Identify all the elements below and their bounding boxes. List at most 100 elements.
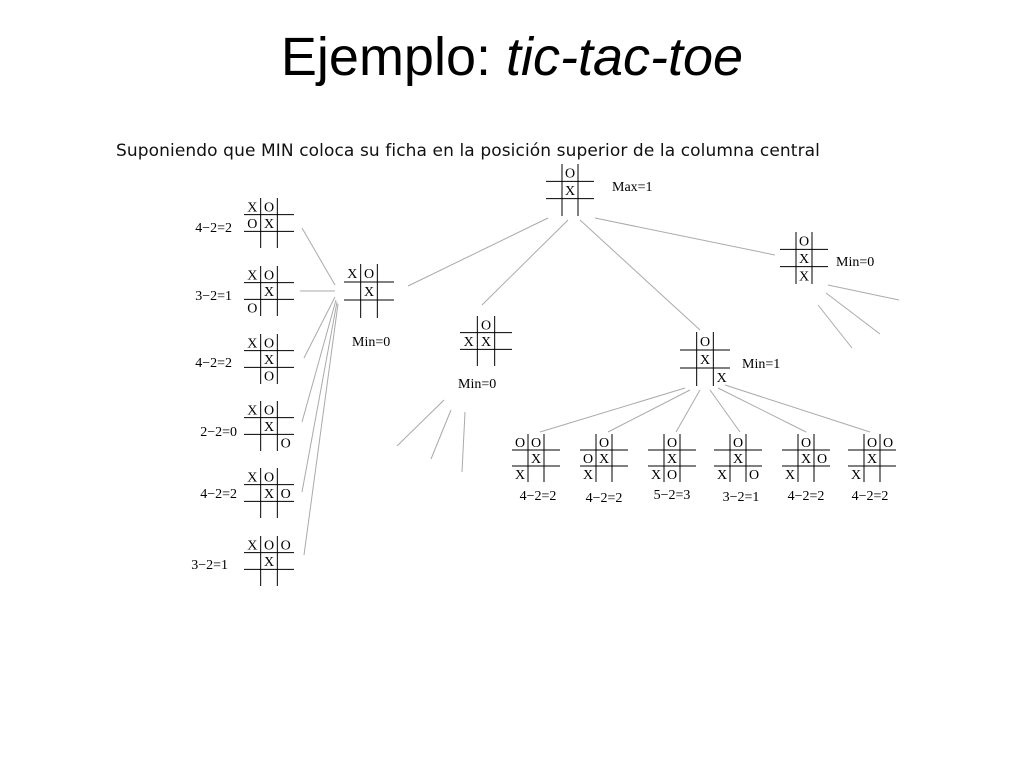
mark-x: X	[717, 468, 727, 483]
mark-x: X	[264, 487, 274, 502]
mark-x: X	[565, 184, 575, 199]
edge-b1-partial-3	[817, 304, 853, 349]
edge-root-b2	[407, 217, 549, 287]
board-label: Min=1	[742, 357, 780, 372]
tree-edges	[300, 217, 900, 556]
board-label: 4−2=2	[200, 487, 237, 502]
mark-o: O	[749, 468, 759, 483]
board-label: 3−2=1	[723, 490, 760, 505]
edge-b2-l3	[303, 296, 336, 359]
mark-x: X	[851, 468, 861, 483]
mark-o: O	[264, 403, 274, 418]
mark-x: X	[583, 468, 593, 483]
mark-o: O	[264, 370, 274, 385]
mark-o: O	[565, 167, 575, 182]
mark-o: O	[801, 436, 811, 451]
mark-x: X	[264, 285, 274, 300]
board-label: 3−2=1	[191, 558, 228, 573]
mark-x: X	[700, 353, 710, 368]
edge-b3-partial-1	[396, 399, 445, 447]
board-root: OX Max=1	[546, 164, 653, 216]
mark-o: O	[515, 436, 525, 451]
mark-x: X	[247, 538, 257, 553]
board-label: 4−2=2	[195, 356, 232, 371]
mark-o: O	[264, 200, 274, 215]
mark-o: O	[481, 318, 491, 333]
edge-b2-l6	[303, 303, 339, 556]
board-label: 5−2=3	[654, 488, 691, 503]
mark-x: X	[264, 555, 274, 570]
edge-b4-m6	[724, 384, 871, 433]
board-label: 4−2=2	[195, 221, 232, 236]
mark-o: O	[817, 452, 827, 467]
board-label: 4−2=2	[520, 489, 557, 504]
edge-b4-m1	[539, 387, 686, 433]
edge-root-b1	[594, 217, 776, 256]
slide-title: Ejemplo: tic-tac-toe	[0, 30, 1024, 84]
mark-x: X	[531, 452, 541, 467]
mark-o: O	[733, 436, 743, 451]
mark-o: O	[264, 538, 274, 553]
edge-b4-m3	[675, 389, 701, 433]
mark-x: X	[247, 403, 257, 418]
edge-b2-l1	[301, 227, 336, 286]
edge-b2-l5	[301, 301, 338, 493]
edge-b3-partial-2	[430, 409, 452, 460]
board-label: 4−2=2	[788, 489, 825, 504]
mark-x: X	[785, 468, 795, 483]
mark-x: X	[247, 200, 257, 215]
board-label: Min=0	[836, 255, 874, 270]
mark-o: O	[667, 436, 677, 451]
mark-x: X	[247, 470, 257, 485]
mark-o: O	[700, 335, 710, 350]
mark-o: O	[531, 436, 541, 451]
diagram-caption: Suponiendo que MIN coloca su ficha en la…	[116, 141, 821, 161]
mark-x: X	[264, 217, 274, 232]
mark-x: X	[515, 468, 525, 483]
board-label: Min=0	[352, 335, 390, 350]
mark-x: X	[464, 335, 474, 350]
edge-b4-m5	[717, 387, 807, 433]
mark-x: X	[799, 252, 809, 267]
mark-x: X	[667, 452, 677, 467]
board-label: 3−2=1	[195, 289, 232, 304]
mark-x: X	[651, 468, 661, 483]
mark-o: O	[599, 436, 609, 451]
edge-root-b4	[579, 219, 701, 331]
mark-o: O	[247, 302, 257, 317]
mark-o: O	[264, 336, 274, 351]
mark-o: O	[799, 235, 809, 250]
board-label: 4−2=2	[586, 491, 623, 506]
mark-x: X	[733, 452, 743, 467]
mark-x: X	[481, 335, 491, 350]
mark-x: X	[801, 452, 811, 467]
mark-x: X	[347, 267, 357, 282]
edge-b1-partial-2	[825, 292, 881, 335]
mark-x: X	[717, 371, 727, 386]
mark-x: X	[264, 353, 274, 368]
mark-o: O	[264, 470, 274, 485]
mark-x: X	[364, 285, 374, 300]
board-label: Max=1	[612, 180, 653, 195]
mark-x: X	[247, 268, 257, 283]
edge-b4-m4	[709, 389, 741, 433]
mark-o: O	[364, 267, 374, 282]
mark-o: O	[583, 452, 593, 467]
mark-o: O	[281, 487, 291, 502]
mark-x: X	[247, 336, 257, 351]
